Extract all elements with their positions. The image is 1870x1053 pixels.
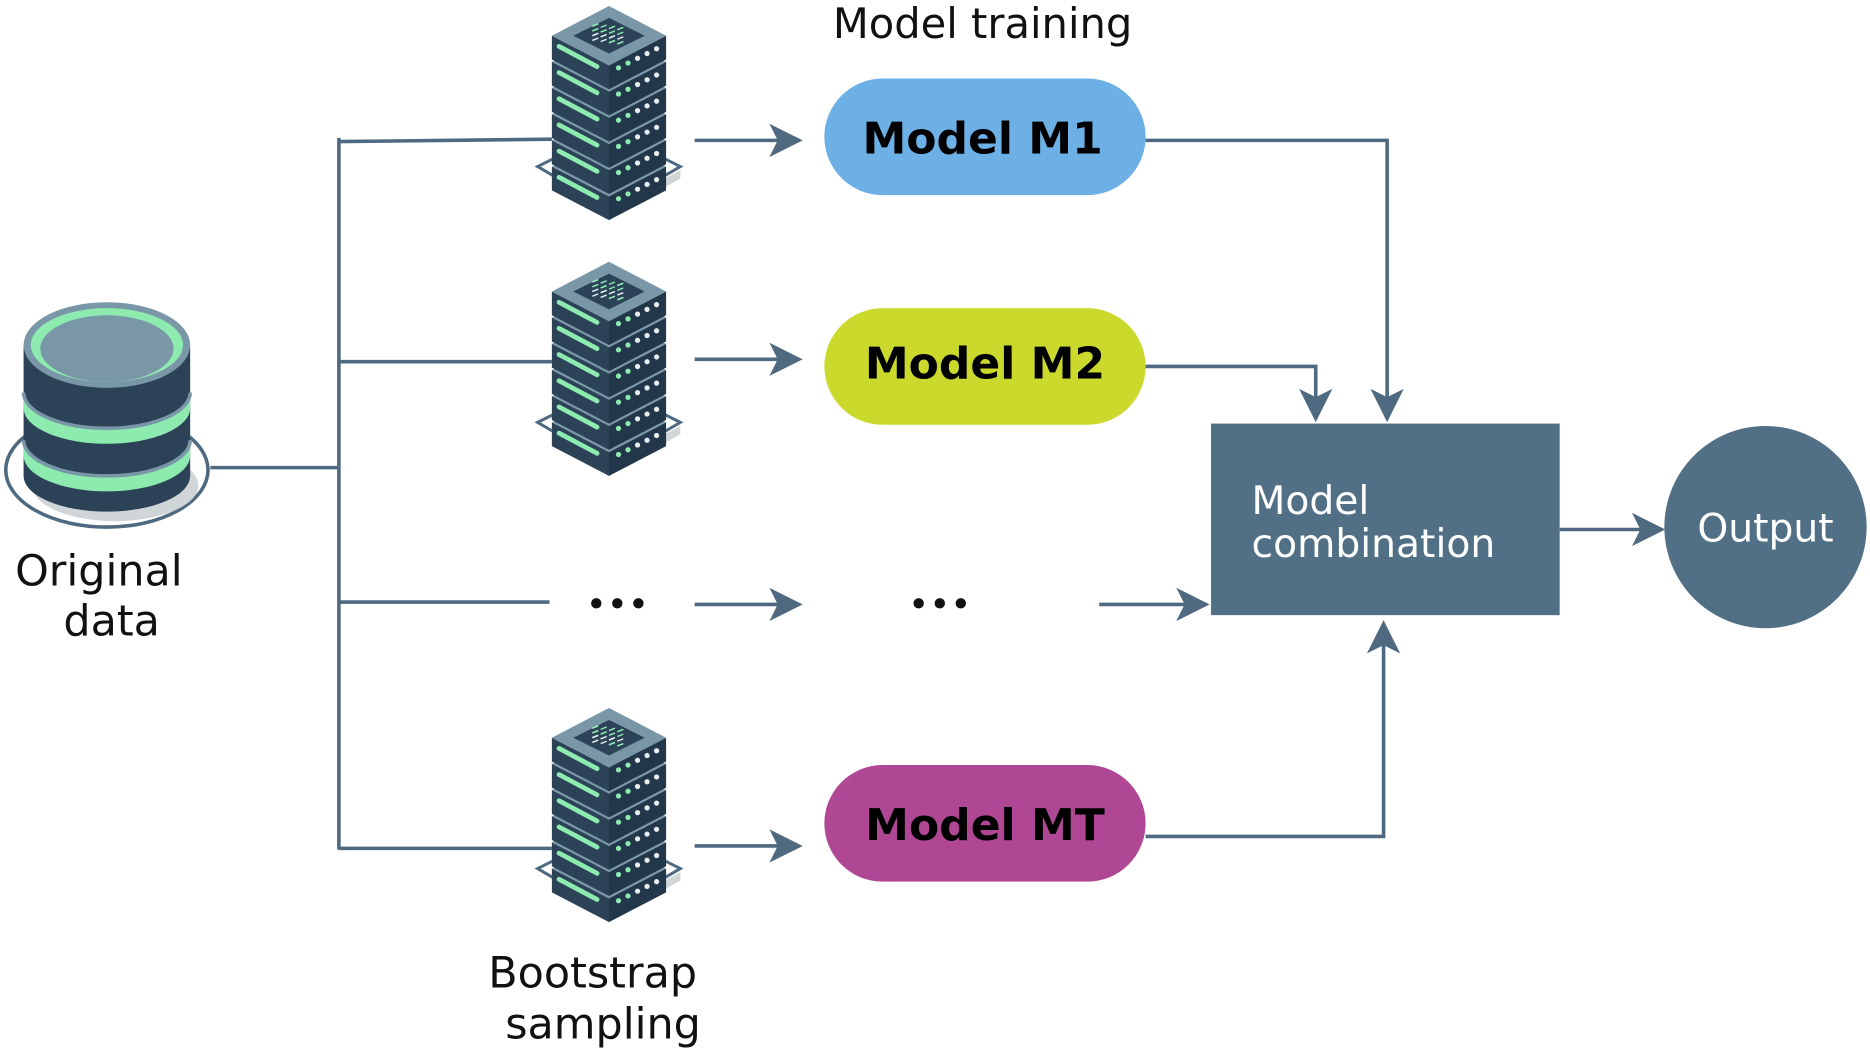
svg-text:Model combination: Model combination (1251, 479, 1495, 567)
server-stack-icon (534, 5, 684, 221)
training-arrows (694, 123, 803, 863)
database-icon (3, 302, 210, 529)
model-combination-box: Model combination (1211, 423, 1560, 616)
model-training-title: Model training (833, 0, 1132, 48)
model-m2: Model M2 (824, 308, 1146, 425)
original-data-label: Original data (15, 546, 196, 646)
ellipsis-bootstrap: ••• (586, 584, 649, 625)
server-stack-icon (534, 707, 684, 923)
svg-text:Model MT: Model MT (865, 800, 1105, 851)
bootstrap-sampling-label: Bootstrap sampling (488, 949, 710, 1050)
svg-text:Model M1: Model M1 (862, 113, 1102, 164)
ellipsis-models: ••• (908, 584, 971, 625)
svg-text:Output: Output (1697, 506, 1833, 551)
output-node: Output (1664, 425, 1867, 629)
model-m1: Model M1 (824, 78, 1146, 196)
combination-connectors (1099, 138, 1666, 839)
model-mt: Model MT (824, 765, 1146, 882)
svg-text:Model M2: Model M2 (865, 338, 1105, 389)
sampling-connectors (210, 137, 552, 851)
server-stack-icon (534, 261, 684, 476)
